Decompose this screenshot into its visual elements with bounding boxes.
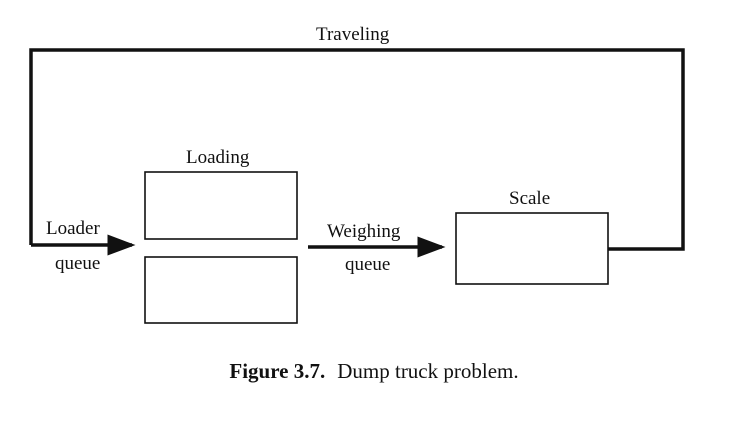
figure-caption: Figure 3.7. Dump truck problem. (0, 359, 748, 383)
traveling-loop-line (29, 48, 685, 251)
traveling-label: Traveling (316, 24, 390, 45)
weighing-queue-label-line1: Weighing (327, 221, 401, 242)
weighing-queue-label-line2: queue (345, 254, 391, 275)
loader-queue-label-line2: queue (55, 253, 101, 274)
scale-label: Scale (509, 188, 551, 209)
figure-caption-text: Dump truck problem. (337, 359, 519, 383)
loading-label: Loading (186, 147, 250, 168)
loader-queue-label-line1: Loader (46, 218, 100, 239)
scale-box (455, 212, 609, 285)
loading-box-top (144, 171, 298, 240)
loading-box-bottom (144, 256, 298, 324)
figure-number: Figure 3.7. (229, 359, 326, 383)
